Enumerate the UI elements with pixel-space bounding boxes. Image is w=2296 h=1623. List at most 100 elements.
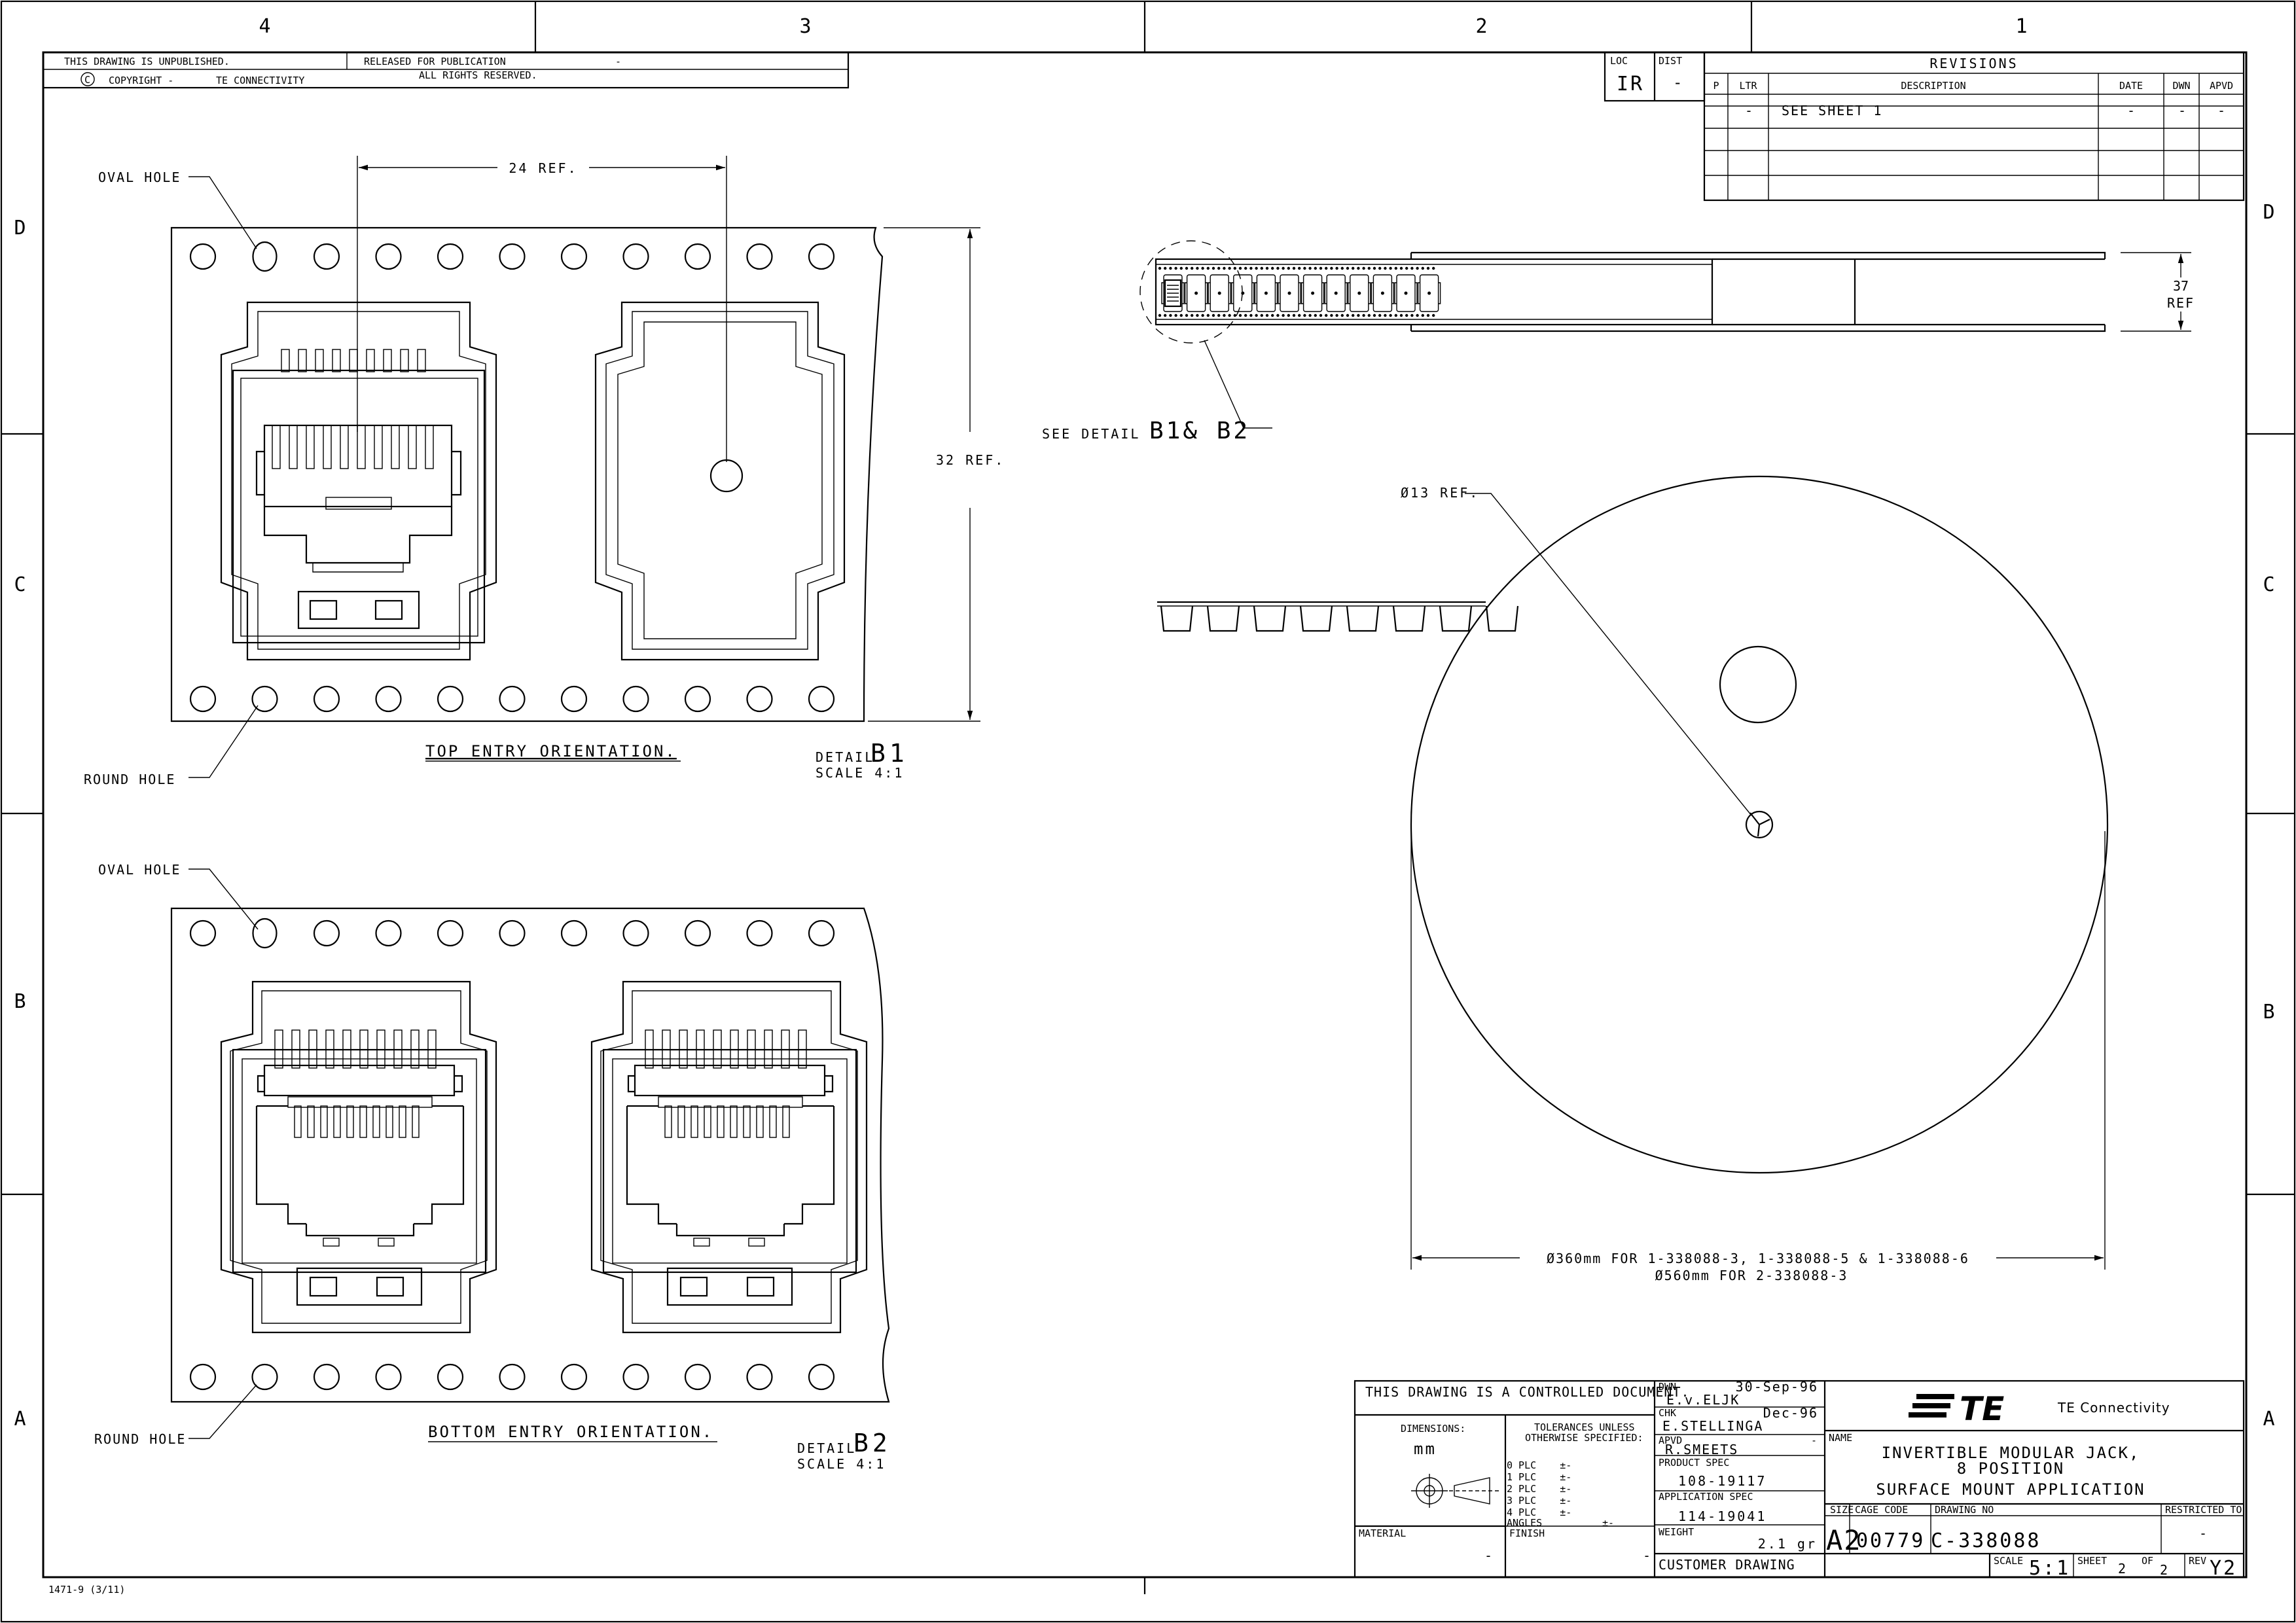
sprocket-dot — [1346, 266, 1350, 270]
sprocket-dot — [1298, 266, 1301, 270]
rev-row-dwn: - — [2178, 103, 2186, 118]
sprocket-hole — [437, 1363, 464, 1391]
jack-in-pocket — [1164, 279, 1182, 308]
of-value: 2 — [2160, 1562, 2168, 1578]
sprocket-hole — [313, 243, 340, 270]
zone-row-a-right: A — [2263, 1408, 2276, 1431]
app-spec-label: APPLICATION SPEC — [1659, 1491, 1753, 1503]
contact-finger — [272, 425, 281, 469]
sprocket-dot — [1265, 313, 1269, 317]
pocket-flange — [1324, 282, 1348, 304]
revisions-table: REVISIONS P LTR DESCRIPTION DATE DWN APV… — [1703, 51, 2245, 202]
contact-bar — [263, 1064, 456, 1097]
rev-row-apvd: - — [2217, 103, 2225, 118]
b2-sprocket-holes-top — [189, 918, 835, 949]
rev-row-date: - — [2127, 103, 2135, 118]
contact-finger — [677, 1105, 685, 1138]
sprocket-dot — [1367, 313, 1371, 317]
tolerances-line-2: OTHERWISE SPECIFIED: — [1525, 1432, 1643, 1444]
size-value: A2 — [1826, 1524, 1862, 1556]
b1-orientation-label: TOP ENTRY ORIENTATION. — [425, 742, 677, 760]
b1-sprocket-holes-bottom — [189, 685, 835, 713]
sprocket-dot — [1346, 313, 1350, 317]
contact-bar — [634, 1064, 826, 1097]
b2-leaders: OVAL HOLE ROUND HOLE — [94, 862, 259, 1447]
sprocket-dot — [1287, 266, 1291, 270]
sprocket-dot — [1282, 266, 1285, 270]
contact-pin — [400, 349, 409, 372]
sprocket-hole — [746, 243, 773, 270]
sprocket-dot — [1169, 266, 1172, 270]
sprocket-dot — [1362, 266, 1365, 270]
sprocket-dot — [1340, 313, 1344, 317]
sprocket-dot — [1255, 313, 1258, 317]
see-detail-text: SEE DETAIL — [1042, 426, 1140, 442]
contact-finger — [756, 1105, 764, 1138]
app-spec-value: 114-19041 — [1678, 1508, 1767, 1524]
rev-col-date: DATE — [2119, 80, 2143, 92]
pocket-dot — [1357, 291, 1361, 295]
sprocket-dot — [1276, 313, 1280, 317]
b1-pocket-with-jack — [220, 301, 497, 661]
part-name-line-2: 8 POSITION — [1957, 1459, 2065, 1478]
contact-pin — [393, 1029, 403, 1069]
sprocket-dot — [1352, 313, 1355, 317]
sprocket-dot — [1185, 266, 1189, 270]
contact-finger — [386, 1105, 393, 1138]
tolerance-row-1: 1 PLC ±- — [1507, 1471, 1571, 1483]
rev-col-apvd: APVD — [2210, 80, 2233, 92]
tape-pocket — [1372, 274, 1393, 312]
pocket-flange — [1161, 282, 1185, 304]
drawing-no-value: C-338088 — [1931, 1529, 2041, 1552]
sprocket-dot — [1314, 266, 1318, 270]
scale-value: 5:1 — [2029, 1557, 2070, 1580]
side-pocket — [1253, 605, 1287, 632]
sprocket-dot — [1244, 266, 1247, 270]
pocket-flange — [1417, 282, 1441, 304]
contact-pin — [359, 1029, 368, 1069]
contact-pin — [366, 349, 375, 372]
product-spec-label: PRODUCT SPEC — [1659, 1457, 1729, 1469]
b1-scale: SCALE 4:1 — [816, 765, 904, 781]
b2-orientation-label: BOTTOM ENTRY ORIENTATION. — [428, 1423, 713, 1441]
sprocket-hole — [499, 243, 526, 270]
reel-diam-label-2: Ø560mm FOR 2-338088-3 — [1655, 1268, 1848, 1283]
chk-label: CHK — [1659, 1407, 1676, 1419]
side-pocket — [1299, 605, 1333, 632]
sprocket-hole — [375, 685, 402, 713]
contact-pin — [325, 1029, 334, 1069]
clip — [693, 1238, 710, 1247]
sprocket-hole — [808, 685, 835, 713]
sprocket-dot — [1330, 266, 1333, 270]
sprocket-hole — [808, 919, 835, 947]
sprocket-dot — [1394, 266, 1397, 270]
reel-diam-label-1: Ø360mm FOR 1-338088-3, 1-338088-5 & 1-33… — [1547, 1251, 1969, 1266]
sprocket-dot — [1389, 266, 1392, 270]
zone-row-a-left: A — [14, 1408, 27, 1431]
sprocket-dot — [1399, 313, 1403, 317]
sprocket-dot — [1362, 313, 1365, 317]
sprocket-dot — [1389, 313, 1392, 317]
sprocket-hole — [499, 919, 526, 947]
zone-row-d-right: D — [2263, 201, 2276, 224]
side-pocket — [1206, 605, 1240, 632]
b2-scale: SCALE 4:1 — [797, 1456, 886, 1472]
contact-finger — [372, 1105, 380, 1138]
hub-dim-label: Ø13 REF. — [1401, 485, 1479, 501]
b1-sprocket-holes-top — [189, 241, 835, 272]
finger-bar — [658, 1096, 803, 1108]
sprocket-hole — [684, 1363, 711, 1391]
contact-pin — [798, 1029, 807, 1069]
zone-row-c-right: C — [2263, 573, 2276, 596]
contact-finger — [307, 1105, 315, 1138]
sprocket-hole — [189, 685, 217, 713]
inner-outline — [600, 990, 858, 1324]
side-pocket — [1392, 605, 1426, 632]
contact-pin — [298, 349, 307, 372]
of-label: OF — [2142, 1555, 2153, 1567]
name-label: NAME — [1829, 1432, 1852, 1444]
sprocket-dot — [1416, 313, 1419, 317]
sprocket-hole — [560, 243, 588, 270]
pocket-dot — [1287, 291, 1291, 295]
sprocket-dot — [1335, 313, 1338, 317]
